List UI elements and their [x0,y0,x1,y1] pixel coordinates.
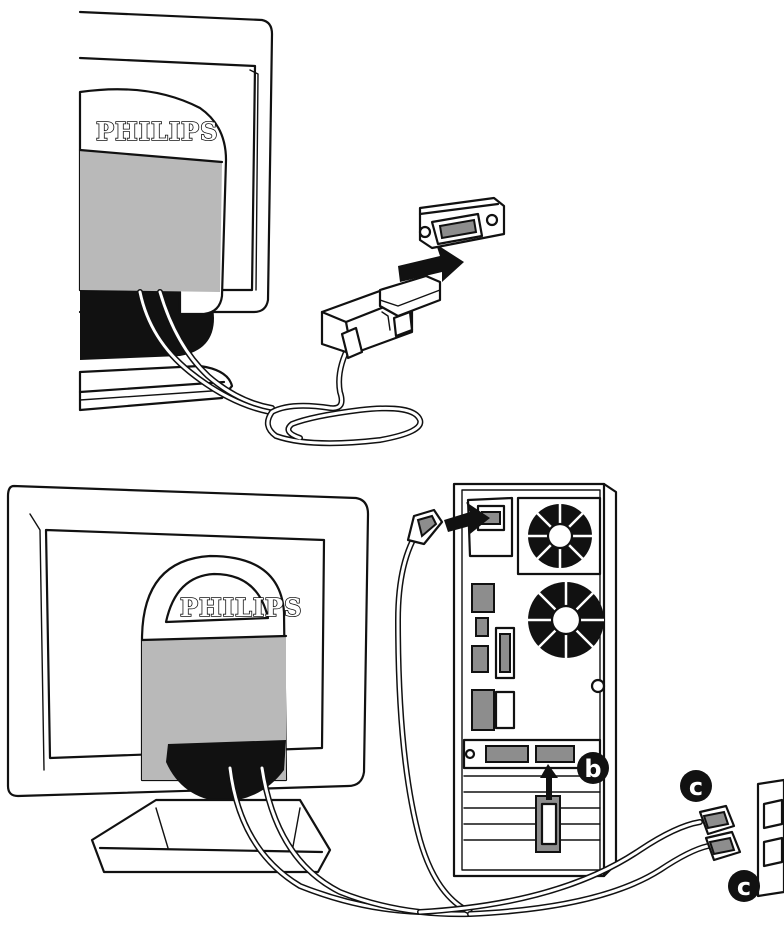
callout-b-label: b [584,755,601,783]
brand-logo-bottom: PHILIPS [180,593,302,622]
pc-tower [454,484,616,876]
vga-plug [322,276,440,358]
video-cable-coil [268,344,421,443]
insert-arrow-top [398,244,464,282]
callout-c-lower: c [728,870,760,902]
callout-b: b [577,752,609,784]
brand-logo-top: PHILIPS [96,117,218,146]
monitor-rear-top: PHILIPS [80,12,272,412]
callout-c-upper-label: c [689,773,703,801]
callout-c-lower-label: c [737,873,751,901]
pc-video-port [420,198,504,248]
callout-c-upper: c [680,770,712,802]
